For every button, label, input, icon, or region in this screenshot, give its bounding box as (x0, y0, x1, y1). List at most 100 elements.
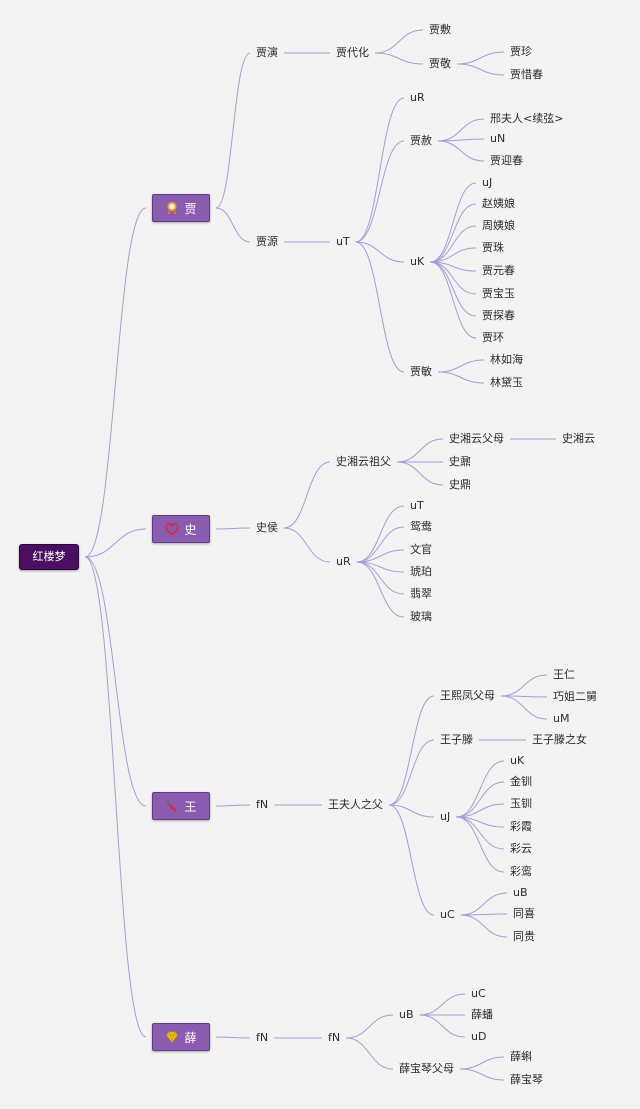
node-n41[interactable]: 王熙凤父母 (440, 689, 495, 702)
node-n35[interactable]: 文官 (410, 543, 432, 556)
connector-node-n59-node-n60 (346, 1014, 394, 1039)
node-n02[interactable]: 贾代化 (336, 46, 369, 59)
node-n03[interactable]: 贾敷 (429, 23, 451, 36)
node-n56[interactable]: 同喜 (513, 907, 535, 920)
node-n52[interactable]: 彩云 (510, 842, 532, 855)
node-n22[interactable]: 贾环 (482, 331, 504, 344)
node-n20[interactable]: 贾宝玉 (482, 287, 515, 300)
node-n01[interactable]: 贾演 (256, 46, 278, 59)
node-n64[interactable]: 薛宝琴父母 (399, 1062, 454, 1075)
node-n24[interactable]: 林如海 (490, 353, 523, 366)
node-n06[interactable]: 贾惜春 (510, 68, 543, 81)
connector-node-n32-node-n35 (356, 549, 405, 563)
connector-node-n32-node-n34 (356, 526, 405, 563)
connector-node-n10-node-n13 (437, 140, 485, 162)
node-n65[interactable]: 薛蝌 (510, 1050, 532, 1063)
connector-node-n64-node-n66 (459, 1068, 505, 1081)
node-n50[interactable]: 玉钏 (510, 797, 532, 810)
node-n44[interactable]: uM (553, 712, 570, 725)
node-n54[interactable]: uC (440, 908, 455, 921)
node-n51[interactable]: 彩霞 (510, 820, 532, 833)
node-n29[interactable]: 史湘云 (562, 432, 595, 445)
node-n09[interactable]: uR (410, 91, 425, 104)
node-n17[interactable]: 周姨娘 (482, 219, 515, 232)
node-n60[interactable]: uB (399, 1008, 414, 1021)
connector-node-n23-node-n25 (437, 371, 485, 384)
node-n58[interactable]: fN (256, 1031, 269, 1044)
node-n62[interactable]: 薛蟠 (471, 1008, 493, 1021)
root-node[interactable]: 红楼梦 (19, 544, 79, 570)
family-node-jia[interactable]: 贾 (152, 194, 210, 222)
node-n25[interactable]: 林黛玉 (490, 376, 523, 389)
connector-node-n32-node-n38 (356, 561, 405, 618)
node-n30[interactable]: 史鼐 (449, 455, 471, 468)
connector-node-n10-node-n11 (437, 118, 485, 142)
node-n19[interactable]: 贾元春 (482, 264, 515, 277)
node-n61[interactable]: uC (471, 987, 486, 1000)
node-n66[interactable]: 薛宝琴 (510, 1073, 543, 1086)
family-node-xue[interactable]: 薛 (152, 1023, 210, 1051)
node-n15[interactable]: uJ (482, 176, 493, 189)
node-n39[interactable]: fN (256, 798, 269, 811)
connector-node-n32-node-n33 (356, 505, 405, 563)
node-n48[interactable]: uK (510, 754, 525, 767)
node-n05[interactable]: 贾珍 (510, 45, 532, 58)
node-n23[interactable]: 贾敏 (410, 365, 432, 378)
node-n34[interactable]: 鸳鸯 (410, 520, 432, 533)
node-n53[interactable]: 彩鸾 (510, 865, 532, 878)
node-n08[interactable]: uT (336, 235, 350, 248)
node-n21[interactable]: 贾探春 (482, 309, 515, 322)
family-name: 王 (184, 799, 197, 814)
node-n04[interactable]: 贾敬 (429, 57, 451, 70)
node-n49[interactable]: 金钏 (510, 775, 532, 788)
connector-node-n40-node-n54 (388, 804, 435, 916)
connector-node-n26-node-n32 (283, 527, 331, 563)
node-n26[interactable]: 史侯 (256, 521, 278, 534)
node-n14[interactable]: uK (410, 255, 425, 268)
connector-node-n41-node-n44 (500, 695, 548, 720)
connector-node-n14-node-n22 (430, 261, 477, 339)
connector-node-n08-node-n23 (355, 241, 405, 373)
node-n57[interactable]: 同贵 (513, 930, 535, 943)
connector-node-n23-node-n24 (437, 359, 485, 373)
node-n11[interactable]: 邢夫人<续弦> (490, 112, 564, 125)
node-n13[interactable]: 贾迎春 (490, 154, 523, 167)
connector-root-family-node-xue (84, 556, 147, 1038)
connector-node-n02-node-n04 (374, 52, 424, 65)
connector-node-n40-node-n45 (388, 739, 435, 806)
node-n47[interactable]: uJ (440, 810, 451, 823)
node-n36[interactable]: 琥珀 (410, 565, 432, 578)
node-n27[interactable]: 史湘云祖父 (336, 455, 391, 468)
family-node-wang[interactable]: 王 (152, 792, 210, 820)
family-node-shi[interactable]: 史 (152, 515, 210, 543)
connector-node-n60-node-n61 (419, 993, 466, 1016)
connector-family-node-shi-node-n26 (215, 527, 251, 530)
connector-node-n14-node-n18 (430, 247, 477, 263)
node-n40[interactable]: 王夫人之父 (328, 798, 383, 811)
node-n32[interactable]: uR (336, 555, 351, 568)
node-n38[interactable]: 玻璃 (410, 610, 432, 623)
node-n59[interactable]: fN (328, 1031, 341, 1044)
node-n28[interactable]: 史湘云父母 (449, 432, 504, 445)
node-n07[interactable]: 贾源 (256, 235, 278, 248)
node-n31[interactable]: 史鼎 (449, 478, 471, 491)
connector-node-n08-node-n14 (355, 241, 405, 263)
connector-root-family-node-jia (84, 207, 147, 558)
node-n45[interactable]: 王子滕 (440, 733, 473, 746)
node-n12[interactable]: uN (490, 132, 506, 145)
node-n42[interactable]: 王仁 (553, 668, 575, 681)
node-n33[interactable]: uT (410, 499, 424, 512)
node-n46[interactable]: 王子滕之女 (532, 733, 587, 746)
node-n18[interactable]: 贾珠 (482, 241, 504, 254)
connector-node-n08-node-n10 (355, 140, 405, 243)
node-n16[interactable]: 赵姨娘 (482, 197, 515, 210)
connector-node-n14-node-n21 (430, 261, 477, 317)
diamond-icon (165, 1030, 179, 1044)
node-n37[interactable]: 翡翠 (410, 587, 432, 600)
node-n55[interactable]: uB (513, 886, 528, 899)
node-n63[interactable]: uD (471, 1030, 487, 1043)
node-n10[interactable]: 贾赦 (410, 134, 432, 147)
node-n43[interactable]: 巧姐二舅 (553, 690, 597, 703)
heart-icon (165, 522, 180, 536)
